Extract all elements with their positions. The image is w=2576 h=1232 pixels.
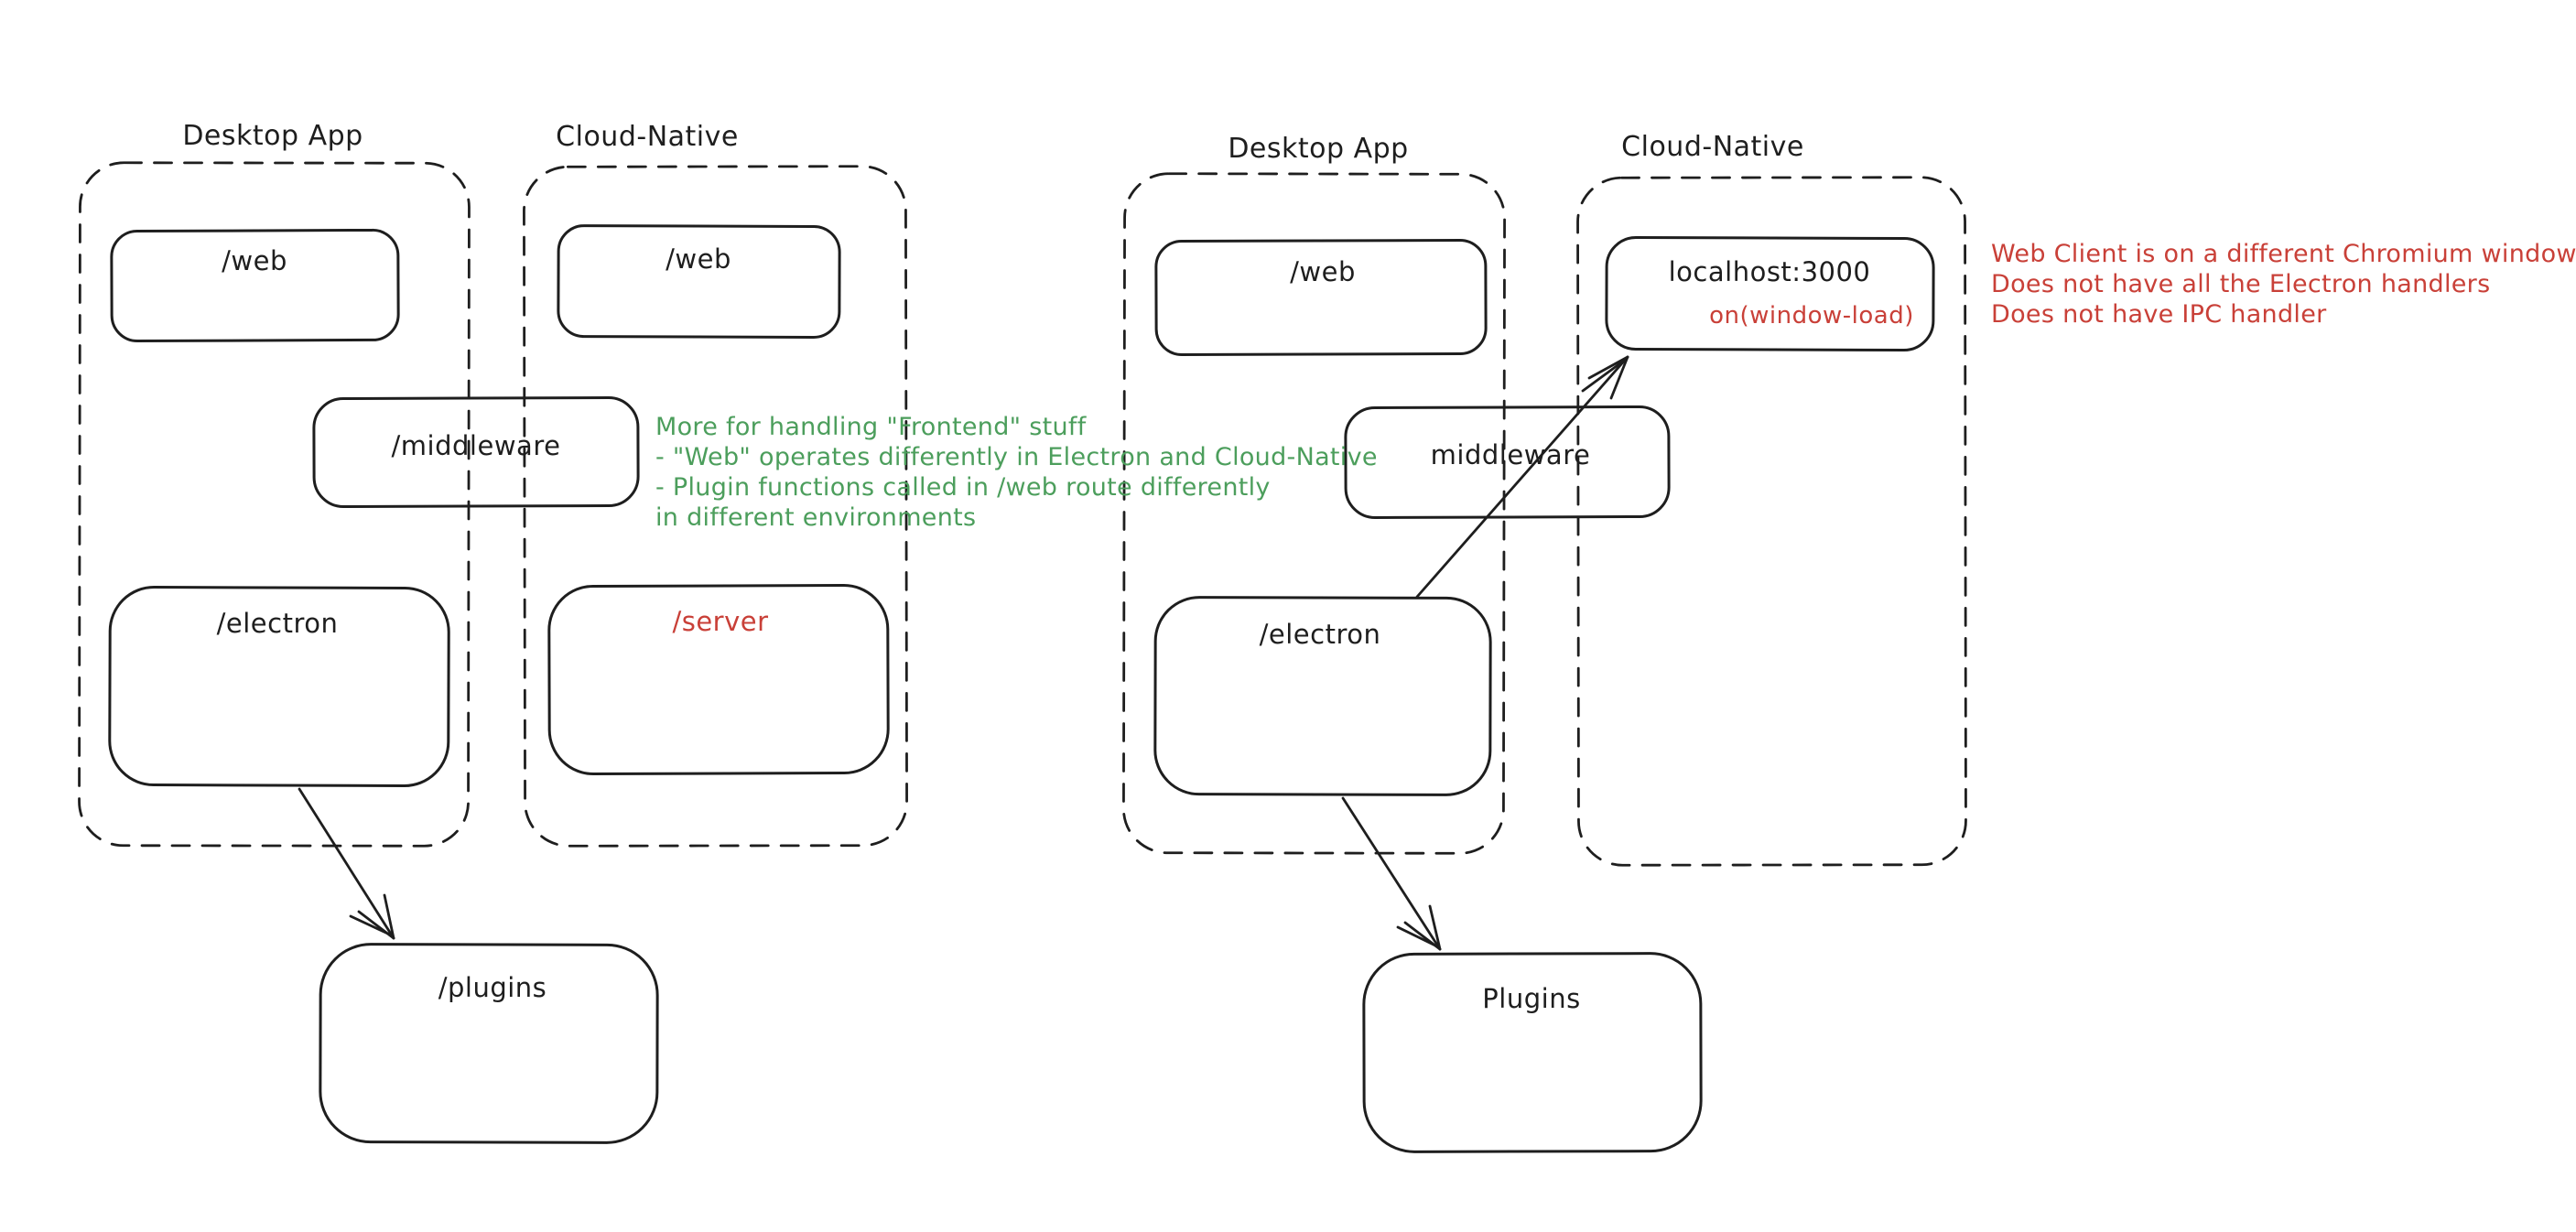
right-plugins-box [1362,952,1703,1153]
right-localhost-window-load-label: on(window-load) [1709,302,1914,330]
left-electron-box-label: /electron [216,608,339,639]
right-electron-box [1153,596,1492,796]
left-desktop-web-box [110,228,400,343]
right-localhost-box [1605,235,1935,352]
arrow-electron-to-plugins-left [298,787,395,940]
red-annotation-note: Web Client is on a different Chromium wi… [1991,239,2576,330]
green-note-line: - "Web" operates differently in Electron… [655,443,1378,471]
left-desktop-app-container [78,161,471,848]
left-middleware-box [312,395,640,509]
left-desktop-app-label: Desktop App [182,120,363,152]
right-desktop-app-label: Desktop App [1228,133,1409,165]
right-desktop-app-container [1122,172,1506,855]
right-localhost-box-label: localhost:3000 [1668,256,1871,287]
left-plugins-box-label: /plugins [438,972,547,1003]
right-desktop-web-box [1154,238,1488,357]
right-electron-box-label: /electron [1259,619,1381,650]
right-cloud-native-label: Cloud-Native [1621,131,1804,163]
left-electron-box [108,586,450,787]
left-plugins-box [319,943,659,1144]
left-cloud-native-label: Cloud-Native [556,121,739,153]
green-note-line: More for handling "Frontend" stuff [655,413,1087,441]
right-middleware-box-label: middleware [1430,439,1591,470]
red-note-line: Does not have all the Electron handlers [1991,270,2491,298]
left-cloud-web-box [557,224,841,339]
green-annotation-note: More for handling "Frontend" stuff - "We… [655,412,1378,533]
right-middleware-box [1344,405,1671,520]
right-desktop-web-box-label: /web [1290,256,1356,287]
left-middleware-box-label: /middleware [391,430,561,461]
left-server-box [547,584,890,775]
left-cloud-web-box-label: /web [666,243,731,275]
right-plugins-box-label: Plugins [1482,983,1581,1014]
arrow-electron-to-localhost [1415,355,1629,599]
left-server-box-label: /server [672,606,769,637]
red-note-line: Does not have IPC handler [1991,300,2327,329]
red-note-line: Web Client is on a different Chromium wi… [1991,240,2576,268]
green-note-line: - Plugin functions called in /web route … [655,473,1271,502]
right-cloud-native-container [1576,176,1967,867]
green-note-line: in different environments [655,503,977,532]
left-desktop-web-box-label: /web [222,245,287,276]
arrow-electron-to-plugins-right [1341,796,1442,951]
